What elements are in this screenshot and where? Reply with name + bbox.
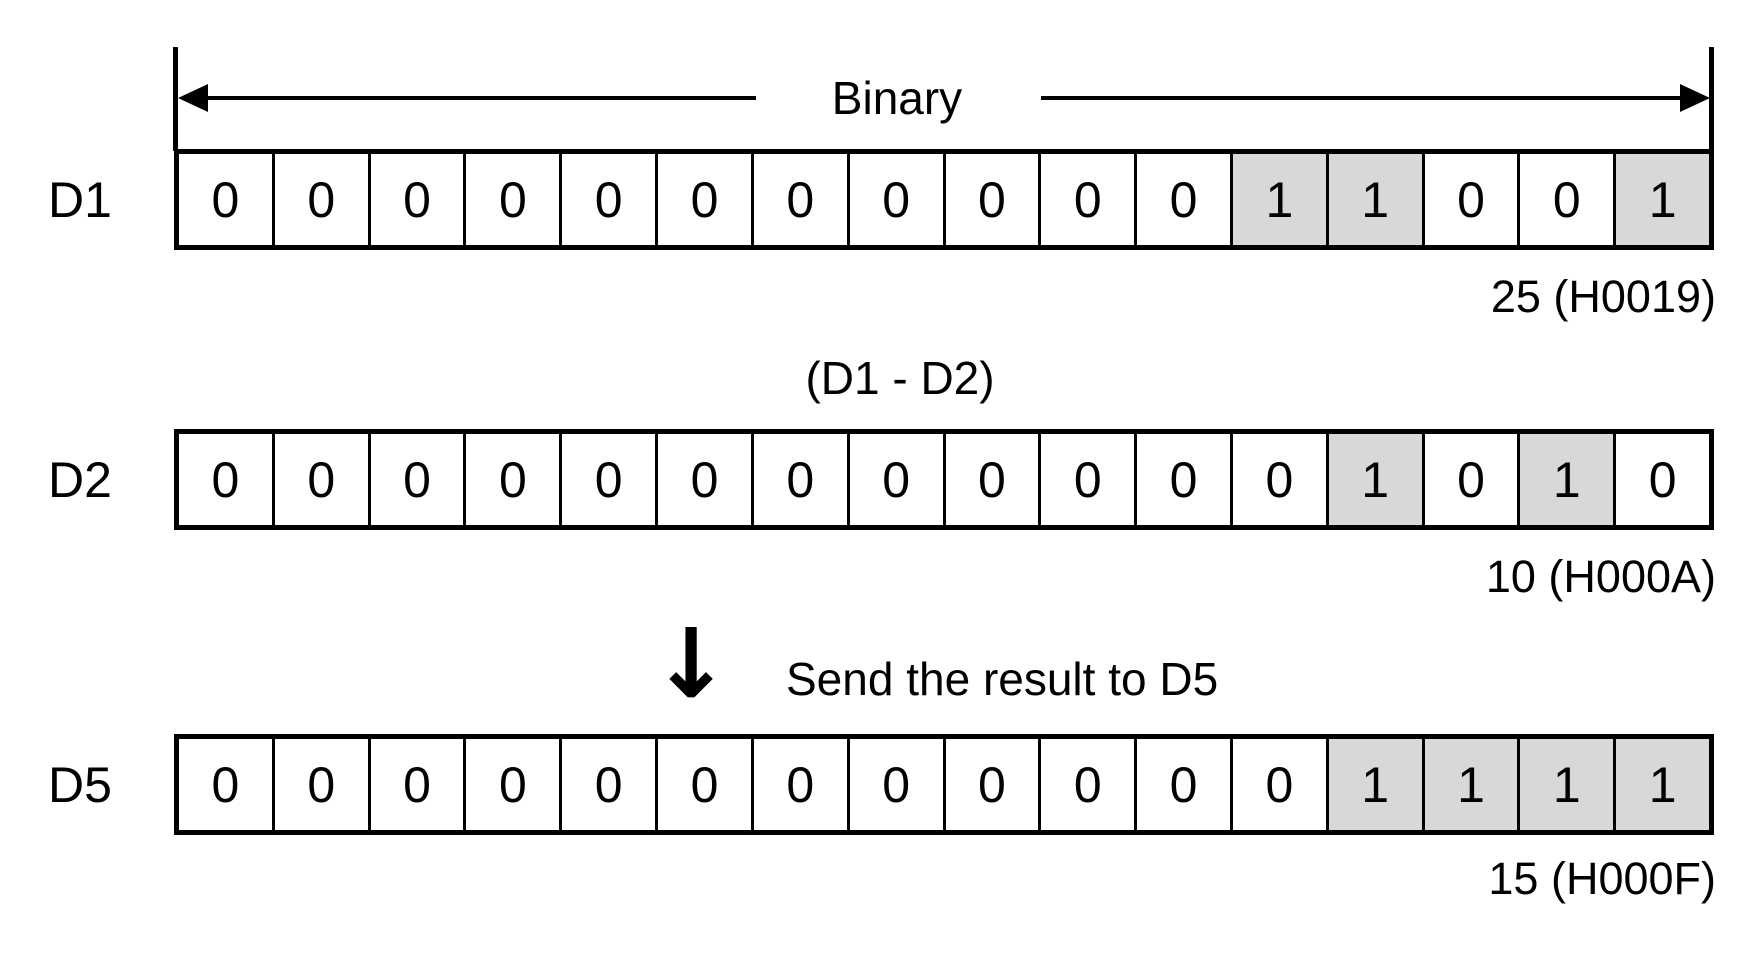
register-name-d2: D2: [48, 451, 112, 508]
binary-span-arrow-left-segment: [196, 96, 756, 100]
bit-cell: 0: [849, 434, 946, 525]
bit-cell: 1: [1520, 739, 1617, 830]
bit-cell: 1: [1328, 154, 1425, 245]
bit-cell: 0: [1424, 154, 1521, 245]
bit-cell: 0: [1520, 154, 1617, 245]
bit-cell: 0: [562, 154, 659, 245]
bit-cell: 0: [1041, 739, 1138, 830]
bit-cell: 0: [466, 739, 563, 830]
bit-cell: 0: [1041, 434, 1138, 525]
bit-cell: 1: [1232, 154, 1329, 245]
bit-cell: 0: [179, 739, 275, 830]
bit-cell: 0: [945, 434, 1042, 525]
bit-cell: 0: [1424, 434, 1521, 525]
bit-cell: 0: [274, 154, 371, 245]
bit-cell: 1: [1616, 739, 1709, 830]
bit-cell: 0: [753, 154, 850, 245]
bit-cell: 0: [1616, 434, 1709, 525]
bit-cell: 1: [1328, 434, 1425, 525]
left-boundary-line: [173, 47, 178, 151]
bit-cell: 0: [466, 434, 563, 525]
bit-cell: 0: [849, 739, 946, 830]
bit-cell: 0: [274, 739, 371, 830]
binary-span-arrow-right-segment: [1041, 96, 1686, 100]
bit-cell: 0: [562, 739, 659, 830]
bit-cell: 0: [370, 154, 467, 245]
bit-cell: 0: [562, 434, 659, 525]
bit-cell: 0: [1137, 154, 1233, 245]
bit-cell: 0: [1041, 154, 1138, 245]
d2-value-label: 10 (H000A): [1485, 551, 1716, 602]
bit-cell: 0: [274, 434, 371, 525]
bit-cell: 1: [1616, 154, 1709, 245]
right-arrowhead-icon: [1680, 84, 1710, 112]
bit-cell: 0: [945, 739, 1042, 830]
bit-cell: 0: [658, 739, 754, 830]
bit-cell: 0: [753, 739, 850, 830]
send-result-label: Send the result to D5: [786, 653, 1219, 705]
operation-label: (D1 - D2): [805, 352, 995, 404]
bit-cell: 0: [466, 154, 563, 245]
bit-cell: 1: [1520, 434, 1617, 525]
binary-label: Binary: [831, 72, 963, 124]
register-name-d5: D5: [48, 756, 112, 813]
bit-cell: 0: [179, 434, 275, 525]
bit-cell: 0: [753, 434, 850, 525]
bit-cell: 0: [945, 154, 1042, 245]
bit-cell: 0: [658, 154, 754, 245]
bit-cell: 0: [1137, 739, 1233, 830]
register-name-d1: D1: [48, 171, 112, 228]
bit-cell: 0: [1137, 434, 1233, 525]
bit-cell: 0: [370, 434, 467, 525]
bit-cell: 0: [370, 739, 467, 830]
bit-cell: 0: [179, 154, 275, 245]
bit-cell: 0: [1232, 739, 1329, 830]
right-boundary-line: [1709, 47, 1714, 151]
bit-cell: 0: [1232, 434, 1329, 525]
bit-cell: 1: [1424, 739, 1521, 830]
d5-value-label: 15 (H000F): [1488, 853, 1716, 904]
bit-cell: 0: [658, 434, 754, 525]
bit-cell: 0: [849, 154, 946, 245]
down-arrow-icon: ↓: [650, 608, 732, 720]
bit-cell: 1: [1328, 739, 1425, 830]
d1-value-label: 25 (H0019): [1490, 271, 1716, 322]
